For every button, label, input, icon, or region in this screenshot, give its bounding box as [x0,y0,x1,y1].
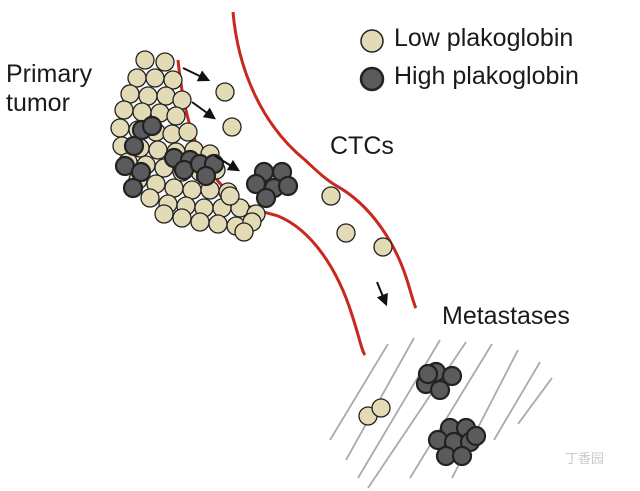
arrow [191,101,216,120]
tissue-line [329,343,389,441]
low-plakoglobin-cell [138,86,158,106]
low-plakoglobin-cell [178,122,198,142]
arrow [214,155,241,172]
low-plakoglobin-cell [135,50,155,70]
legend-low-label: Low plakoglobin [394,24,574,52]
high-plakoglobin-cell [123,135,145,157]
low-plakoglobin-cell [172,208,192,228]
primary-tumor-cluster [110,50,266,242]
low-plakoglobin-cell [140,188,160,208]
metastases-label: Metastases [442,302,570,330]
low-plakoglobin-cell [373,237,393,257]
high-plakoglobin-cell [130,161,152,183]
vessel-wall-right [231,11,418,309]
tissue-line [517,377,553,425]
low-plakoglobin-cell [127,68,147,88]
primary-tumor-label: Primary tumor [6,60,93,117]
low-plakoglobin-cell [166,106,186,126]
low-plakoglobin-cell [163,70,183,90]
low-plakoglobin-cell [190,212,210,232]
legend-high-swatch [359,66,385,92]
high-plakoglobin-cell [255,187,277,209]
migration-arrows [182,67,388,307]
high-plakoglobin-cell [451,445,473,467]
high-plakoglobin-cell [417,363,439,385]
circulating-tumor-cells [215,82,393,257]
high-plakoglobin-cell [277,175,299,197]
low-plakoglobin-cell [208,214,228,234]
legend-high-label: High plakoglobin [394,62,579,90]
low-plakoglobin-cell [336,223,356,243]
high-plakoglobin-cell [195,165,217,187]
high-plakoglobin-cell [122,177,144,199]
tissue-line [493,361,541,441]
low-plakoglobin-cell [234,222,254,242]
low-plakoglobin-cell [110,118,130,138]
legend [359,29,385,92]
low-plakoglobin-cell [154,204,174,224]
low-plakoglobin-cell [220,186,240,206]
low-plakoglobin-cell [222,117,242,137]
watermark-logo: 丁香园 [565,451,605,466]
arrow [376,281,388,307]
low-plakoglobin-cell [145,68,165,88]
legend-low-swatch [360,29,384,53]
low-plakoglobin-cell [182,180,202,200]
metastatic-cell-clusters [358,361,487,467]
high-plakoglobin-cell [429,379,451,401]
low-plakoglobin-cell [156,86,176,106]
low-plakoglobin-cell [164,178,184,198]
high-plakoglobin-cell [441,365,463,387]
low-plakoglobin-cell [162,124,182,144]
high-plakoglobin-cell [465,425,487,447]
tissue-line [409,343,493,479]
low-plakoglobin-cell [215,82,235,102]
tissue-line [357,339,441,479]
low-plakoglobin-cell [321,186,341,206]
ctcs-label: CTCs [330,132,394,160]
high-plakoglobin-cell [141,115,163,137]
low-plakoglobin-cell [155,52,175,72]
low-plakoglobin-cell [371,398,391,418]
arrow [182,67,211,82]
low-plakoglobin-cell [172,90,192,110]
